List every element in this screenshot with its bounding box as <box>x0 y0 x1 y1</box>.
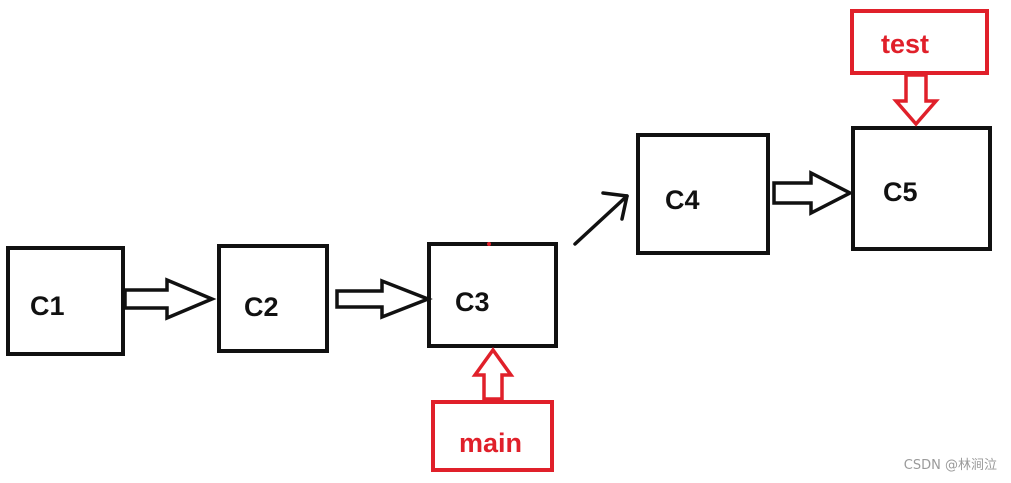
c3-marker-dot <box>487 242 491 246</box>
node-c4-box <box>636 133 770 255</box>
node-c3: C3 <box>427 242 558 348</box>
node-c4: C4 <box>636 133 770 255</box>
node-c2-label: C2 <box>244 292 279 322</box>
edge-c2-c3-arrow <box>335 278 433 320</box>
node-c1-label: C1 <box>30 291 65 321</box>
pointer-main-box <box>431 400 554 472</box>
pointer-main-arrow <box>471 347 515 401</box>
node-c3-box <box>427 242 558 348</box>
pointer-test: test <box>850 9 989 127</box>
node-c4-label: C4 <box>665 185 700 215</box>
pointer-test-arrow <box>892 73 940 127</box>
node-c2-box <box>217 244 329 353</box>
edge-c4-c5-arrow <box>772 170 854 216</box>
edge-c1-c2-arrow <box>123 277 217 321</box>
node-c1-box <box>6 246 125 356</box>
node-c2: C2 <box>217 244 329 353</box>
node-c1: C1 <box>6 246 125 356</box>
node-c5-box <box>851 126 992 251</box>
node-c5: C5 <box>851 126 992 251</box>
pointer-test-label: test <box>881 29 929 59</box>
watermark: CSDN @林涧泣 <box>903 458 997 473</box>
pointer-test-box <box>850 9 989 75</box>
edge-c3-c4-arrow <box>573 191 629 246</box>
node-c5-label: C5 <box>883 177 918 207</box>
node-c3-label: C3 <box>455 287 490 317</box>
pointer-main-label: main <box>459 428 522 458</box>
pointer-main: main <box>431 347 554 472</box>
